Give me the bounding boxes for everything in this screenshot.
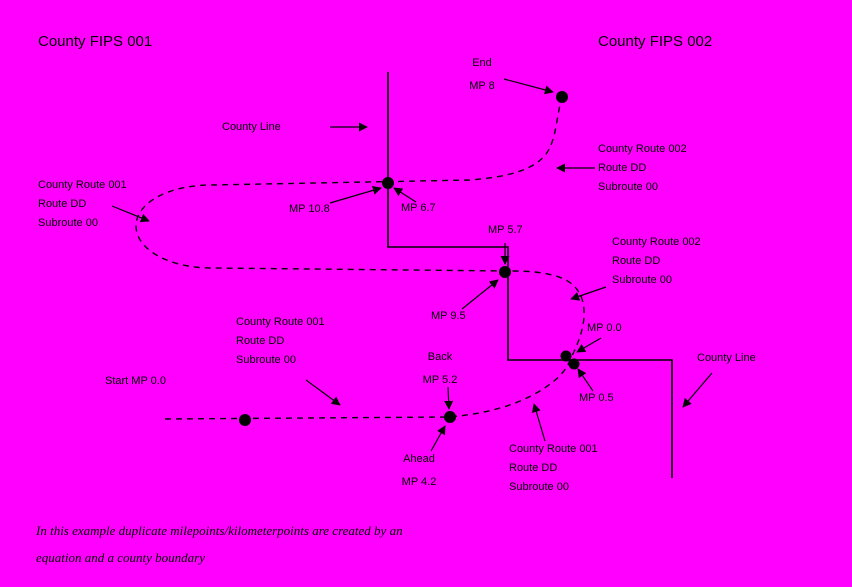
- route-001-mid-label: County Route 001 Route DD Subroute 00: [236, 313, 325, 370]
- figure-caption-line-1: In this example duplicate milepoints/kil…: [36, 523, 403, 538]
- back-point-line-2: MP 5.2: [422, 374, 458, 386]
- route-001-upper-line-2: Route DD: [38, 198, 87, 210]
- county-fips-002-label: County FIPS 002: [598, 33, 713, 50]
- route-002-upper-line-2: Route DD: [598, 162, 647, 174]
- route-002-mid-line-1: County Route 002: [612, 236, 701, 248]
- ahead-point-label: Ahead MP 4.2: [386, 448, 452, 494]
- arrow-mp-0-5: [577, 368, 594, 392]
- arrow-route-001-mid: [305, 379, 341, 406]
- route-002-upper-line-1: County Route 002: [598, 143, 687, 155]
- mp-10-8-label: MP 10.8: [289, 203, 330, 215]
- arrow-route-001-lower: [531, 403, 546, 442]
- milepoint-dot-mp00: [560, 350, 572, 362]
- end-point-line-2: MP 8: [469, 80, 495, 92]
- mp-9-5-label: MP 9.5: [431, 310, 466, 322]
- route-002-mid-line-2: Route DD: [612, 255, 661, 267]
- figure-caption-line-2: equation and a county boundary: [36, 550, 205, 565]
- route-001-lower-label: County Route 001 Route DD Subroute 00: [509, 440, 598, 497]
- arrow-route-002-mid: [570, 286, 607, 301]
- arrow-county-line-right: [682, 372, 713, 408]
- route-001-mid-line-1: County Route 001: [236, 316, 325, 328]
- milepoint-dot-mp108-mp67: [382, 177, 394, 189]
- figure-caption: In this example duplicate milepoints/kil…: [36, 517, 403, 571]
- ahead-point-line-2: MP 4.2: [401, 476, 437, 488]
- mp-0-5-label: MP 0.5: [579, 392, 614, 404]
- route-001-mid-line-2: Route DD: [236, 335, 285, 347]
- route-002-upper-line-3: Subroute 00: [598, 181, 658, 193]
- route-001-upper-line-3: Subroute 00: [38, 217, 98, 229]
- milepoint-dot-mp57-mp95: [499, 266, 511, 278]
- route-001-upper-line-1: County Route 001: [38, 179, 127, 191]
- milepoint-dot-equation: [444, 411, 456, 423]
- arrow-mp-9-5: [461, 279, 499, 310]
- route-002-mid-line-3: Subroute 00: [612, 274, 672, 286]
- route-001-lower-line-2: Route DD: [509, 462, 558, 474]
- start-point-label: Start MP 0.0: [105, 375, 166, 387]
- route-001-lower-line-3: Subroute 00: [509, 481, 569, 493]
- county-line-right-label: County Line: [697, 352, 756, 364]
- milepoint-dot-end: [556, 91, 568, 103]
- county-fips-001-label: County FIPS 001: [38, 33, 153, 50]
- arrow-mp-10-8: [329, 185, 382, 204]
- county-line-boundary: [387, 72, 673, 478]
- route-002-upper-label: County Route 002 Route DD Subroute 00: [598, 140, 687, 197]
- arrow-mp-6-7: [393, 187, 417, 203]
- route-dashed-line: [135, 97, 585, 420]
- end-point-line-1: End: [472, 57, 492, 69]
- end-point-label: End MP 8: [450, 52, 514, 98]
- ahead-point-line-1: Ahead: [403, 453, 435, 465]
- milepoint-dot-start: [239, 414, 251, 426]
- milepoint-dot-mp05: [568, 358, 580, 370]
- route-001-lower-line-1: County Route 001: [509, 443, 598, 455]
- arrow-mp-0-0: [576, 337, 602, 353]
- arrow-end-point: [503, 78, 554, 95]
- mp-6-7-label: MP 6.7: [401, 202, 436, 214]
- route-002-mid-label: County Route 002 Route DD Subroute 00: [612, 233, 701, 290]
- route-001-upper-label: County Route 001 Route DD Subroute 00: [38, 176, 127, 233]
- back-point-line-1: Back: [427, 351, 453, 363]
- arrow-back-point: [444, 386, 454, 410]
- route-001-mid-line-3: Subroute 00: [236, 354, 296, 366]
- mp-5-7-label: MP 5.7: [488, 224, 523, 236]
- arrow-route-001-upper: [111, 205, 150, 223]
- arrow-ahead-point: [430, 425, 446, 452]
- back-point-label: Back MP 5.2: [410, 346, 470, 392]
- mp-0-0-label: MP 0.0: [587, 322, 622, 334]
- county-line-top-label: County Line: [222, 121, 281, 133]
